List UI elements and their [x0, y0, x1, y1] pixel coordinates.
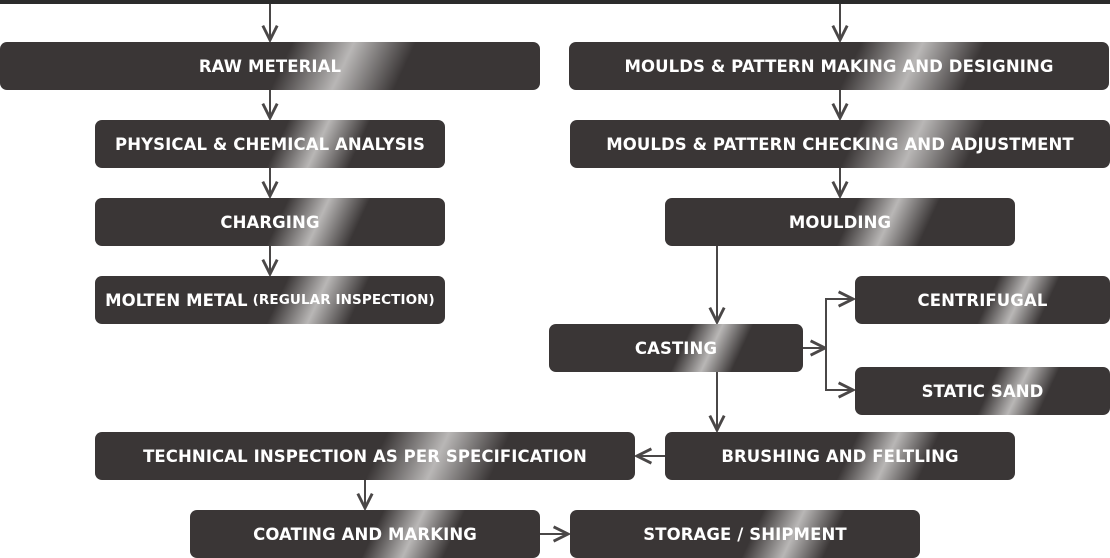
step-molten-metal-label: MOLTEN METAL	[105, 290, 248, 310]
step-static-sand: STATIC SAND	[855, 367, 1110, 415]
step-raw-material: RAW METERIAL	[0, 42, 540, 90]
step-technical-inspection: TECHNICAL INSPECTION AS PER SPECIFICATIO…	[95, 432, 635, 480]
step-centrifugal: CENTRIFUGAL	[855, 276, 1110, 324]
step-moulds-pattern-checking-label: MOULDS & PATTERN CHECKING AND ADJUSTMENT	[606, 134, 1074, 154]
step-brushing-feltling-label: BRUSHING AND FELTLING	[721, 446, 959, 466]
step-physical-chemical-analysis: PHYSICAL & CHEMICAL ANALYSIS	[95, 120, 445, 168]
step-molten-metal-note: (REGULAR INSPECTION)	[252, 292, 435, 308]
step-casting-label: CASTING	[634, 338, 718, 358]
step-static-sand-label: STATIC SAND	[921, 381, 1044, 401]
step-storage-shipment-label: STORAGE / SHIPMENT	[643, 524, 847, 544]
step-brushing-feltling: BRUSHING AND FELTLING	[665, 432, 1015, 480]
step-moulds-pattern-making: MOULDS & PATTERN MAKING AND DESIGNING	[569, 42, 1109, 90]
step-moulds-pattern-making-label: MOULDS & PATTERN MAKING AND DESIGNING	[624, 56, 1054, 76]
step-charging: CHARGING	[95, 198, 445, 246]
step-centrifugal-label: CENTRIFUGAL	[917, 290, 1048, 310]
step-moulds-pattern-checking: MOULDS & PATTERN CHECKING AND ADJUSTMENT	[570, 120, 1110, 168]
arrow-casting-to-centrifugal	[825, 299, 853, 348]
step-coating-marking-label: COATING AND MARKING	[253, 524, 477, 544]
step-moulding-label: MOULDING	[788, 212, 892, 232]
step-charging-label: CHARGING	[220, 212, 320, 232]
step-raw-material-label: RAW METERIAL	[198, 56, 342, 76]
step-moulding: MOULDING	[665, 198, 1015, 246]
step-casting: CASTING	[549, 324, 803, 372]
step-storage-shipment: STORAGE / SHIPMENT	[570, 510, 920, 558]
top-divider	[0, 0, 1110, 4]
step-molten-metal: MOLTEN METAL (REGULAR INSPECTION)	[95, 276, 445, 324]
arrow-casting-to-static-sand	[825, 348, 853, 390]
step-physical-chemical-analysis-label: PHYSICAL & CHEMICAL ANALYSIS	[115, 134, 425, 154]
step-coating-marking: COATING AND MARKING	[190, 510, 540, 558]
step-technical-inspection-label: TECHNICAL INSPECTION AS PER SPECIFICATIO…	[143, 446, 587, 466]
